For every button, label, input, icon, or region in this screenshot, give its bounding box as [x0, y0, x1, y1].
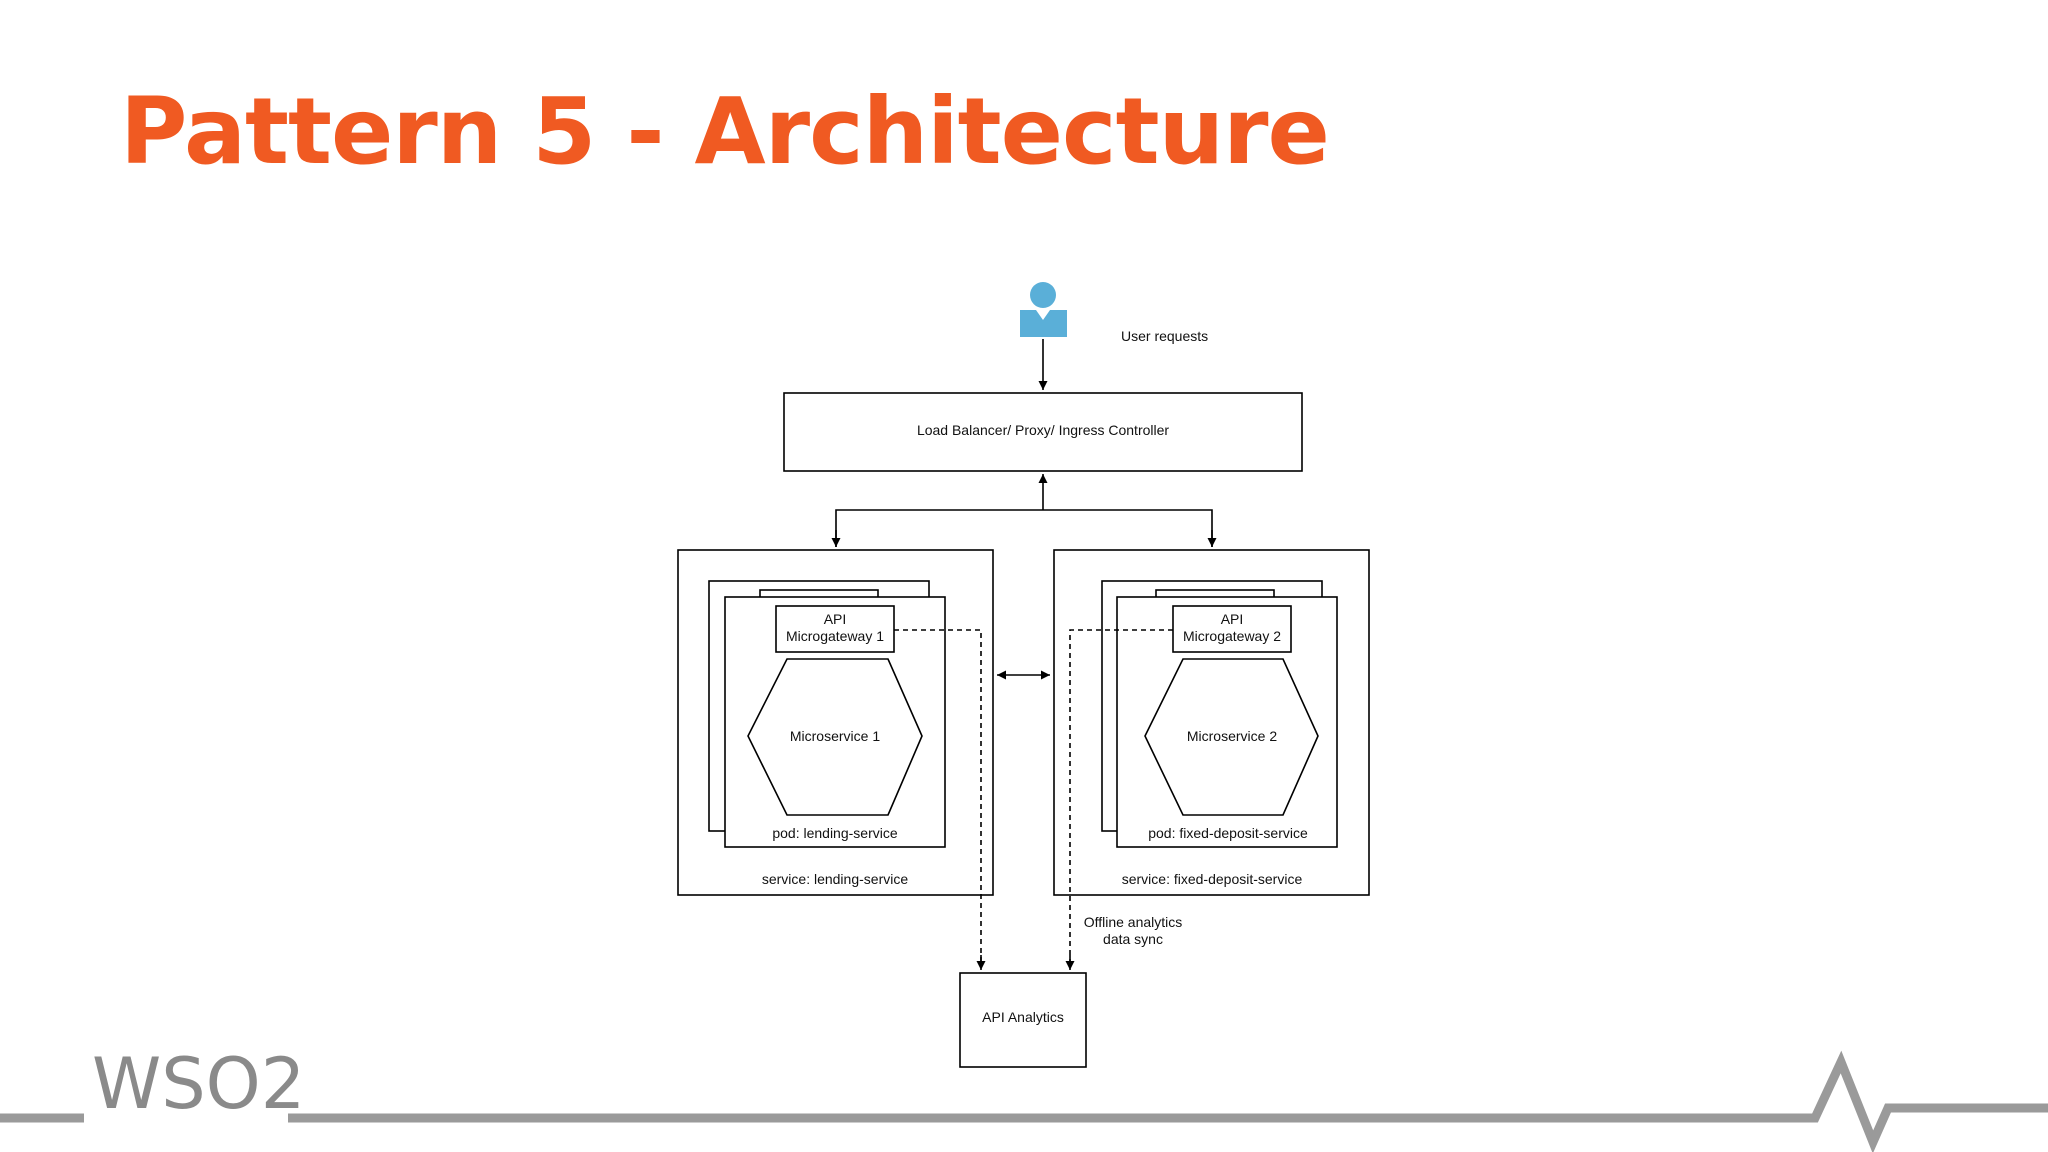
right-microservice-label: Microservice 2	[1187, 728, 1277, 744]
left-microservice-label: Microservice 1	[790, 728, 880, 744]
lb-branch-connector	[835, 509, 1213, 547]
left-pod-label: pod: lending-service	[772, 825, 898, 841]
footer-pulse-line	[288, 1050, 2048, 1152]
left-analytics-sync-line	[894, 629, 982, 968]
left-service-label: service: lending-service	[762, 871, 908, 887]
left-gateway-box	[775, 605, 895, 653]
left-gateway-line2: Microgateway 1	[786, 628, 884, 644]
right-gateway-line1: API	[1221, 611, 1244, 627]
api-analytics-box	[959, 972, 1087, 1068]
right-gateway-line2: Microgateway 2	[1183, 628, 1281, 644]
user-requests-label: User requests	[1121, 328, 1208, 344]
load-balancer-box	[783, 392, 1303, 472]
right-pod-label: pod: fixed-deposit-service	[1148, 825, 1308, 841]
right-microservice-hexagon	[1144, 658, 1319, 816]
left-microservice-hexagon	[747, 658, 923, 816]
right-service-label: service: fixed-deposit-service	[1122, 871, 1303, 887]
left-gateway-line1: API	[824, 611, 847, 627]
wso2-logo: WSO2	[92, 1043, 305, 1125]
load-balancer-label: Load Balancer/ Proxy/ Ingress Controller	[917, 422, 1169, 438]
right-gateway-box	[1172, 605, 1292, 653]
right-analytics-sync-line	[1069, 629, 1173, 968]
api-analytics-label: API Analytics	[982, 1009, 1064, 1025]
user-icon	[1020, 282, 1067, 337]
slide-title: Pattern 5 - Architecture	[120, 78, 1330, 185]
sync-label-line2: data sync	[1103, 931, 1163, 947]
sync-label-line1: Offline analytics	[1084, 914, 1183, 930]
